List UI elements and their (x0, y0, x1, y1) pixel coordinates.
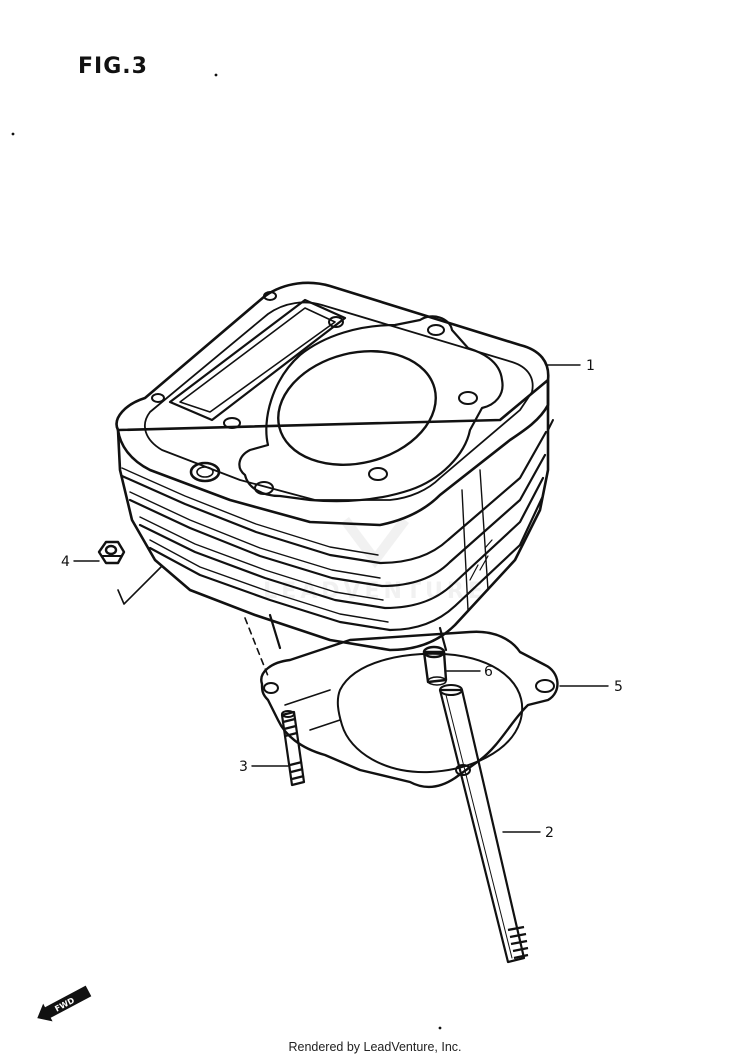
callout-4: 4 (61, 554, 70, 570)
watermark-logo: LEADVENTURE (263, 517, 487, 604)
forward-direction-arrow: FWD (37, 985, 92, 1022)
stray-dot (11, 132, 15, 136)
stray-dot (214, 73, 218, 77)
part-stud-short[interactable] (280, 710, 306, 787)
part-dowel-pin[interactable] (422, 645, 448, 686)
callout-2: 2 (545, 825, 554, 841)
callout-leaders (73, 364, 609, 833)
part-nut[interactable] (97, 540, 126, 565)
nut-location-indicator (117, 565, 163, 605)
callout-1: 1 (586, 358, 595, 374)
watermark-text: LEADVENTURE (263, 579, 487, 604)
part-stud-long[interactable] (438, 684, 529, 964)
part-cylinder-gasket[interactable] (260, 630, 559, 789)
callout-3: 3 (239, 759, 248, 775)
stray-dot (438, 1026, 442, 1030)
footer-credit: Rendered by LeadVenture, Inc. (288, 1040, 462, 1054)
callout-5: 5 (614, 679, 623, 695)
callout-6: 6 (484, 664, 493, 680)
stud-location-indicator (244, 617, 269, 677)
figure-title: FIG.3 (78, 54, 148, 79)
part-cylinder[interactable] (115, 281, 554, 652)
